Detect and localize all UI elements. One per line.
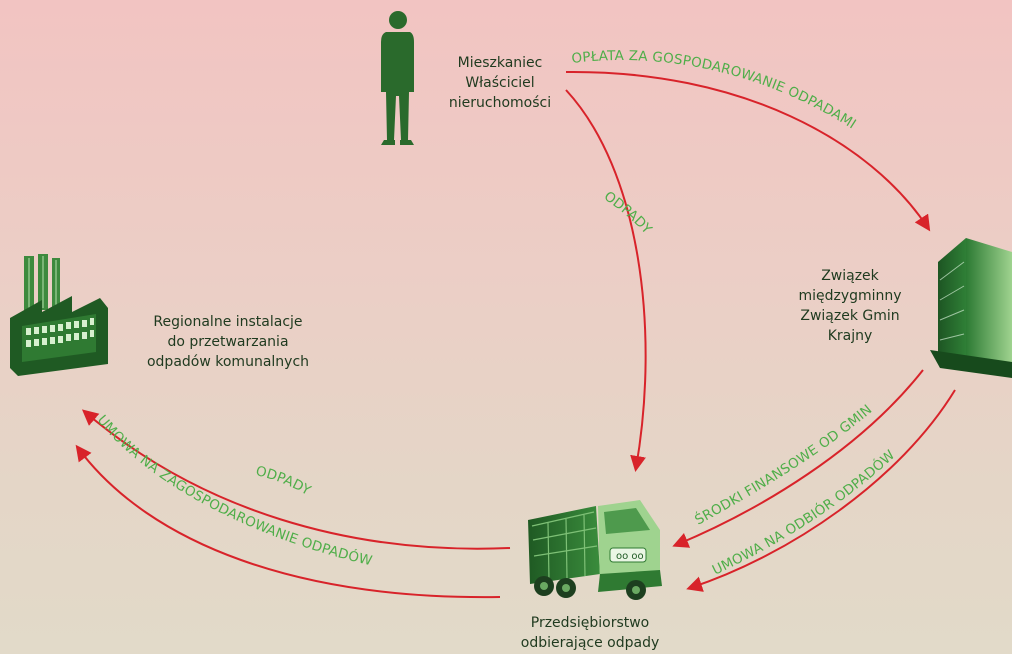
- svg-text:oo oo: oo oo: [616, 551, 644, 562]
- company-label-line-1: Przedsiębiorstwo: [530, 615, 650, 631]
- installations-label-line-3: odpadów komunalnych: [146, 354, 310, 370]
- union-label-line-3: Związek Gmin: [800, 308, 900, 324]
- resident-label-line-3: nieruchomości: [448, 95, 552, 111]
- flow-label-funds: ŚRODKI FINANSOWE OD GMIN: [691, 402, 875, 529]
- arrow-waste-down: [565, 89, 647, 472]
- installations-label: Regionalne instalacje do przetwarzania o…: [128, 312, 328, 372]
- company-label-line-2: odbierające odpady: [520, 635, 660, 651]
- arrow-waste-left: [81, 409, 511, 550]
- flow-label-waste-down: ODPADY: [601, 188, 655, 238]
- arrows: [75, 70, 956, 599]
- union-label-line-2: międzygminny: [798, 288, 902, 304]
- arrow-mgmt: [75, 444, 501, 599]
- resident-label: Mieszkaniec Właściciel nieruchomości: [440, 53, 560, 113]
- resident-label-line-2: Właściciel: [465, 75, 535, 91]
- arrow-funds: [672, 369, 924, 548]
- arrow-fee: [565, 70, 931, 232]
- resident-label-line-1: Mieszkaniec: [457, 55, 543, 71]
- installations-label-line-2: do przetwarzania: [167, 334, 289, 350]
- flow-label-waste-left: ODPADY: [254, 463, 314, 499]
- flow-label-management-contract: UMOWA NA ZAGOSPODAROWANIE ODPADÓW: [94, 412, 374, 569]
- garbage-truck-icon: oo oo: [528, 500, 662, 600]
- installations-label-line-1: Regionalne instalacje: [153, 314, 303, 330]
- union-label-line-1: Związek: [821, 268, 879, 284]
- flow-label-pickup-contract: UMOWA NA ODBIÓR ODPADÓW: [710, 447, 898, 579]
- office-building-icon: [930, 238, 1012, 378]
- person-icon: [381, 11, 414, 145]
- union-label-line-4: Krajny: [827, 328, 873, 344]
- union-label: Związek międzygminny Związek Gmin Krajny: [785, 266, 915, 346]
- arrow-pickup: [686, 389, 956, 592]
- factory-icon: [10, 254, 108, 376]
- company-label: Przedsiębiorstwo odbierające odpady: [510, 613, 670, 653]
